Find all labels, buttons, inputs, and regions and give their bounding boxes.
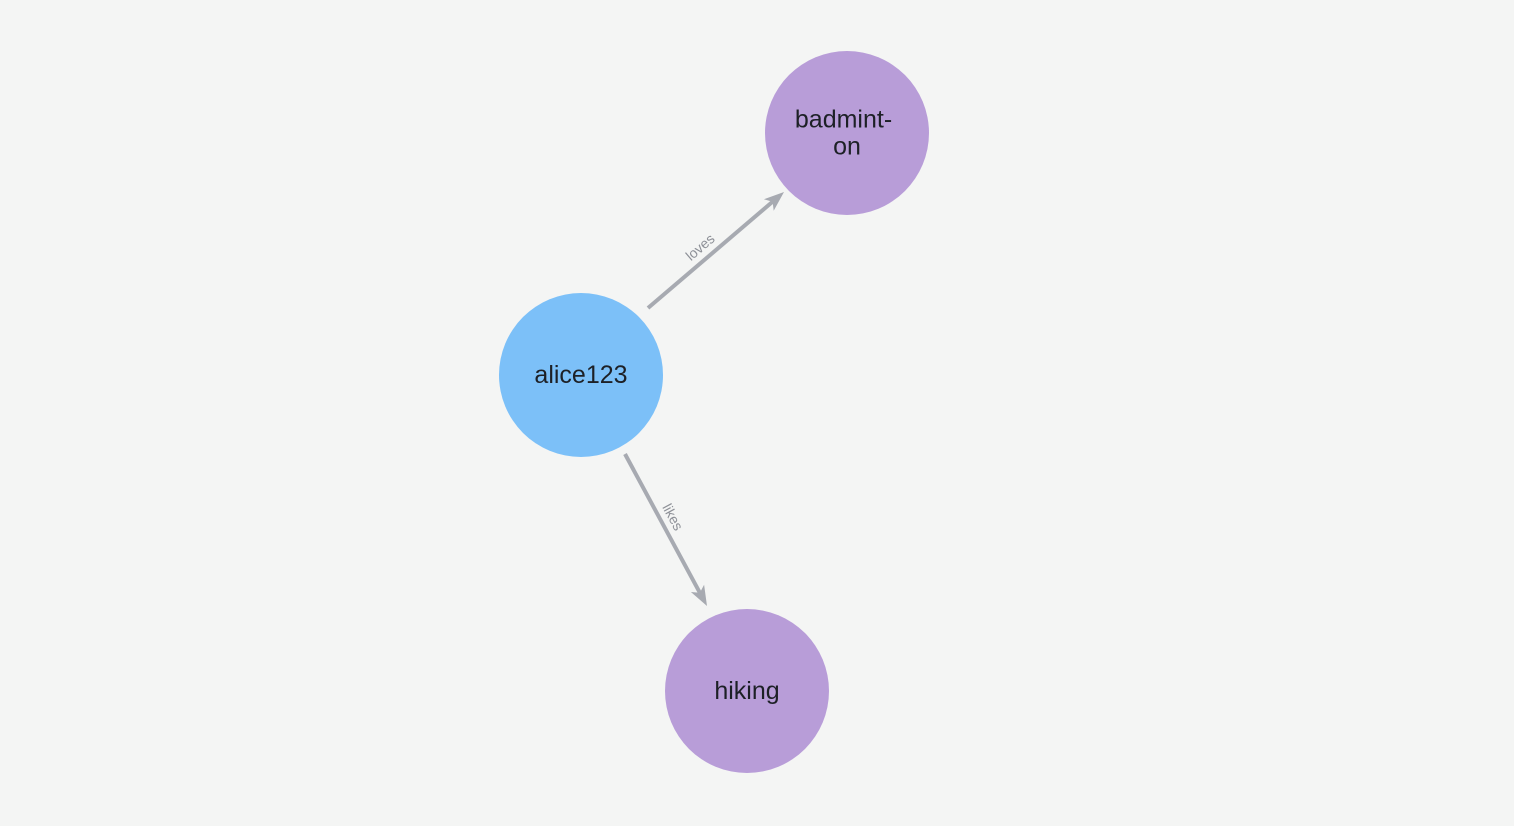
node-hiking[interactable]: hiking [665, 609, 829, 773]
node-badminton[interactable]: badmint- on [765, 51, 929, 215]
node-alice123-circle[interactable] [499, 293, 663, 457]
edge-likes-arrowhead-icon [690, 584, 707, 606]
node-alice123[interactable]: alice123 [499, 293, 663, 457]
edge-likes[interactable]: likes [623, 453, 707, 606]
edge-likes-line[interactable] [623, 453, 704, 597]
edge-loves-label: loves [682, 230, 717, 263]
edge-loves[interactable]: loves [646, 192, 784, 310]
edge-loves-line[interactable] [646, 198, 777, 310]
node-hiking-circle[interactable] [665, 609, 829, 773]
edge-loves-arrowhead-icon [763, 192, 784, 211]
node-badminton-circle[interactable] [765, 51, 929, 215]
